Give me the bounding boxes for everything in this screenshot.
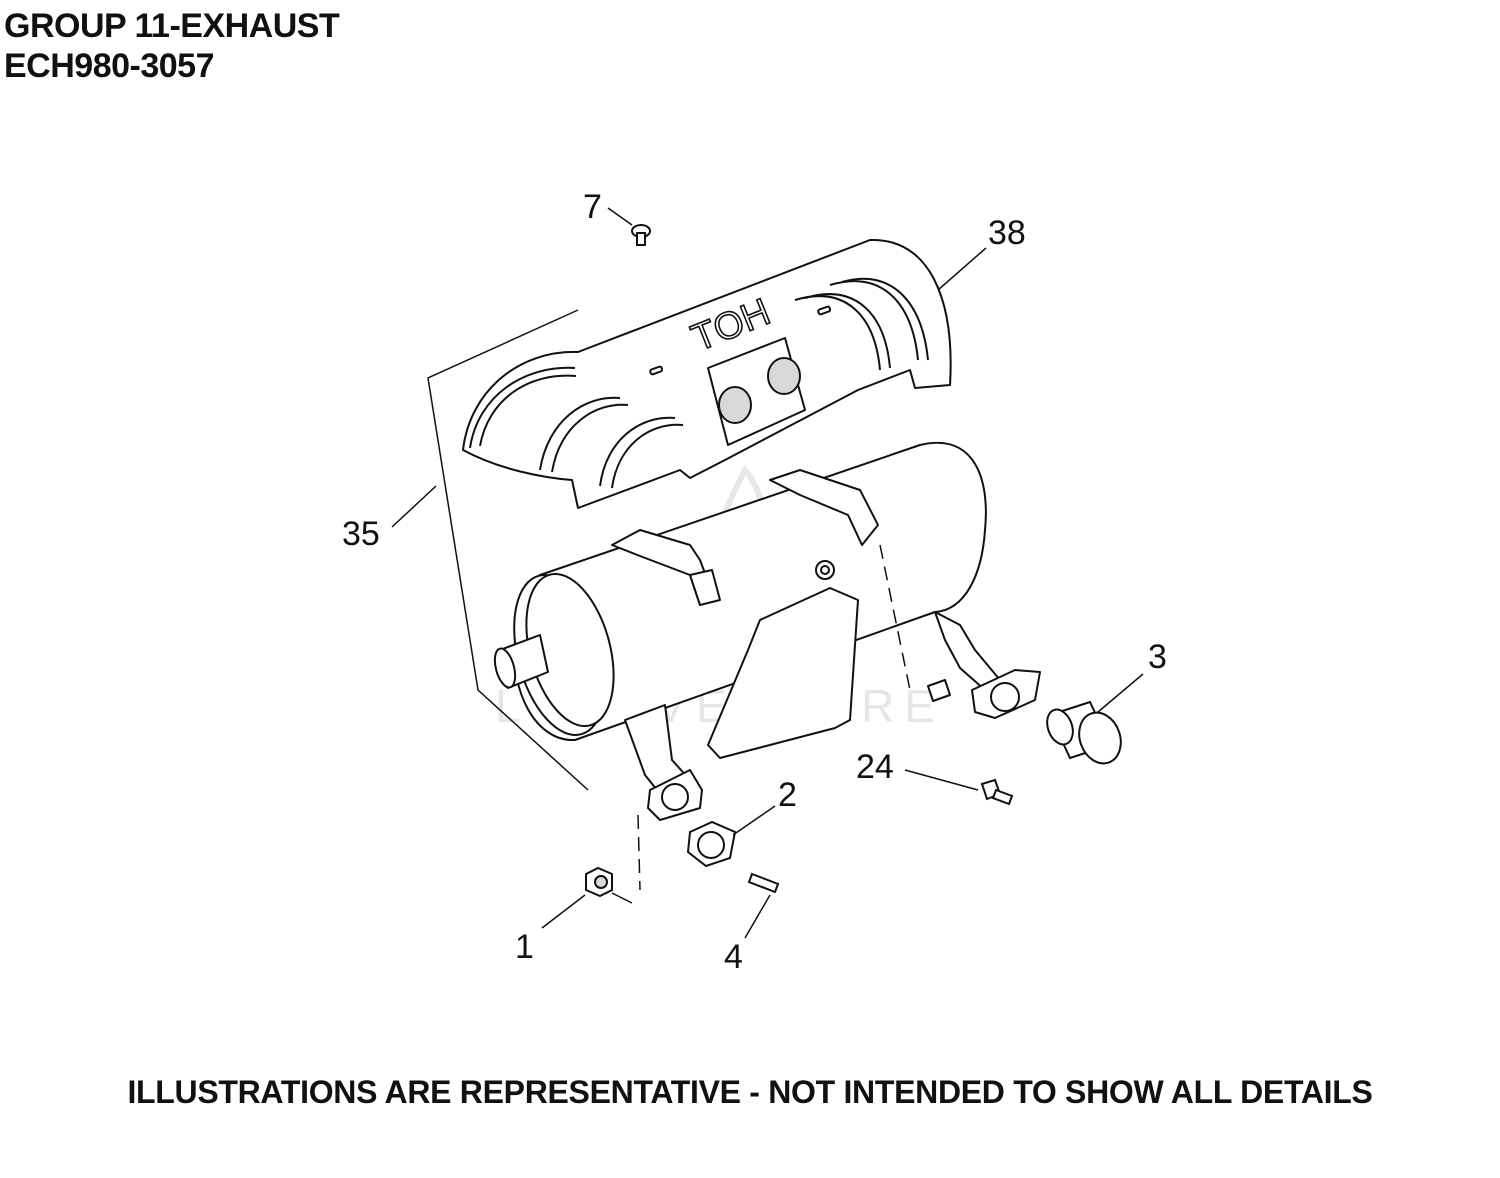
- dashed-centerlines: [637, 544, 911, 891]
- assembly-bracket-35: [427, 309, 589, 791]
- callout-3: 3: [1148, 638, 1167, 676]
- callout-7: 7: [583, 188, 602, 226]
- part-3-tailpipe-sleeve: [1046, 700, 1122, 765]
- callout-38: 38: [988, 214, 1026, 252]
- page-header: GROUP 11-EXHAUST ECH980-3057: [4, 6, 340, 86]
- callout-24: 24: [856, 748, 894, 786]
- disclaimer-footer: ILLUSTRATIONS ARE REPRESENTATIVE - NOT I…: [127, 1074, 1373, 1110]
- muffler: [493, 442, 1041, 821]
- callout-2: 2: [778, 776, 797, 814]
- part-1-flange-nut: [585, 866, 613, 898]
- group-title: GROUP 11-EXHAUST: [4, 7, 340, 45]
- model-number: ECH980-3057: [4, 47, 214, 85]
- part-2-gasket: [686, 820, 737, 868]
- callout-1: 1: [515, 928, 534, 966]
- leader-lines: [391, 207, 1144, 939]
- part-4-stud: [747, 872, 780, 894]
- callout-4: 4: [724, 938, 743, 976]
- part-24-bolt: [980, 778, 1014, 806]
- part-7-bolt: [631, 224, 651, 246]
- callout-labels: 1 2 3 4 7 24 35 38: [342, 188, 1167, 976]
- callout-35: 35: [342, 515, 380, 553]
- heat-shield: [462, 238, 952, 509]
